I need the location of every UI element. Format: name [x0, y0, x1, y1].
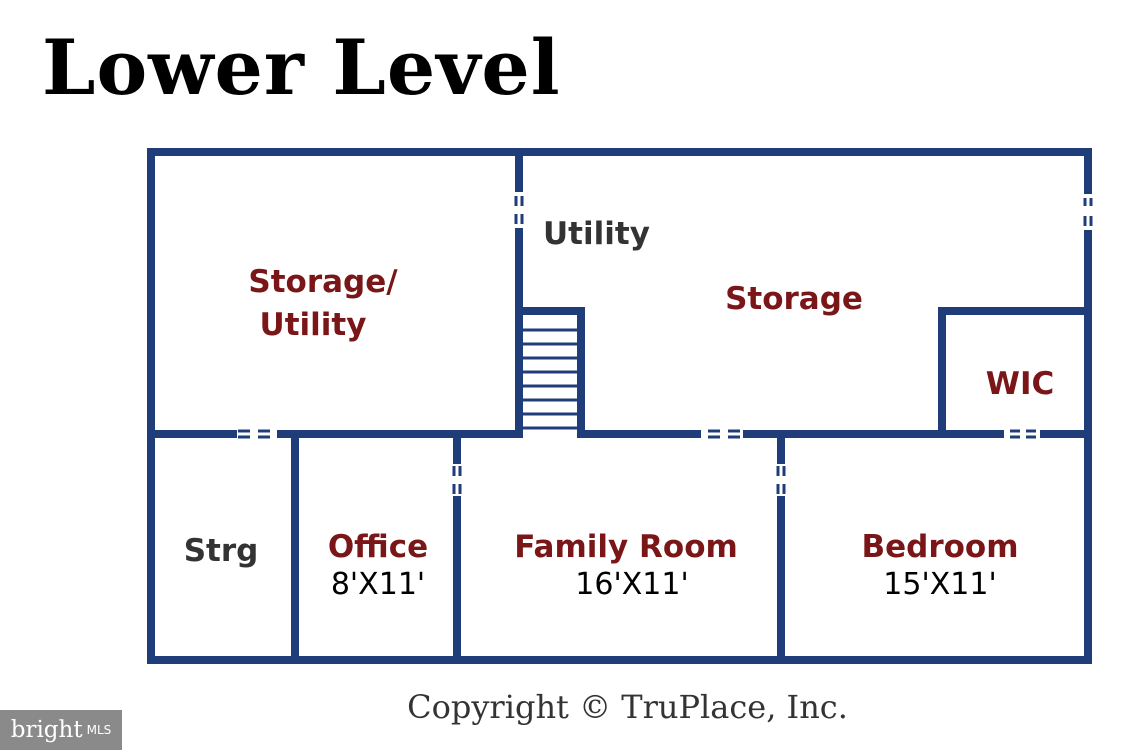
- stairs: [523, 328, 578, 430]
- label-storage: Storage: [725, 281, 863, 317]
- page-title: Lower Level: [42, 23, 561, 112]
- label-utility: Utility: [543, 216, 650, 252]
- door-markers: [238, 196, 1093, 494]
- label-storage-utility-line1: Storage/: [248, 264, 398, 300]
- label-bedroom: Bedroom: [861, 529, 1018, 565]
- label-wic: WIC: [986, 366, 1054, 402]
- walls: [147, 148, 1092, 664]
- dims-office: 8'X11': [331, 567, 425, 602]
- dims-bedroom: 15'X11': [883, 567, 996, 602]
- badge-brand: bright: [10, 717, 83, 743]
- label-strg: Strg: [184, 533, 259, 569]
- bright-mls-badge: bright MLS: [0, 710, 122, 750]
- badge-suffix: MLS: [86, 723, 112, 737]
- dims-family-room: 16'X11': [575, 567, 688, 602]
- label-storage-utility-line2: Utility: [260, 307, 367, 343]
- label-family-room: Family Room: [514, 529, 738, 565]
- copyright-notice: Copyright © TruPlace, Inc.: [407, 688, 848, 726]
- label-office: Office: [328, 529, 428, 565]
